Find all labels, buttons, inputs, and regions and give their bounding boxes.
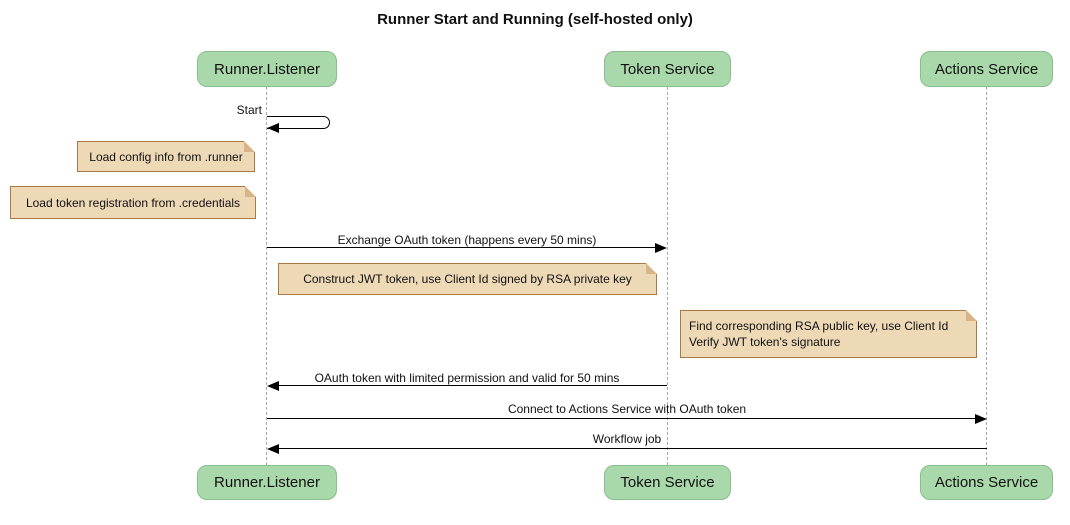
message-start-label: Start <box>236 103 262 117</box>
participant-top-actions-service: Actions Service <box>920 51 1053 87</box>
participant-bottom-token-service: Token Service <box>604 465 731 500</box>
self-loop-arrow <box>267 116 330 129</box>
participant-bottom-actions-service: Actions Service <box>920 465 1053 500</box>
lifeline-runner-listener <box>266 87 267 465</box>
message-oauth-token-line <box>279 385 667 386</box>
participant-top-runner-listener: Runner.Listener <box>197 51 337 87</box>
arrowhead-right-icon <box>975 414 987 424</box>
message-oauth-token-label: OAuth token with limited permission and … <box>314 371 620 385</box>
message-connect-actions-line <box>267 418 975 419</box>
note-load-token-registration: Load token registration from .credential… <box>10 186 256 219</box>
note-load-config: Load config info from .runner <box>77 141 255 172</box>
note-verify-jwt: Find corresponding RSA public key, use C… <box>680 310 977 358</box>
lifeline-actions-service <box>986 87 987 465</box>
message-exchange-oauth-label: Exchange OAuth token (happens every 50 m… <box>337 233 597 247</box>
diagram-title: Runner Start and Running (self-hosted on… <box>377 11 693 28</box>
message-connect-actions-label: Connect to Actions Service with OAuth to… <box>507 402 747 416</box>
participant-top-token-service: Token Service <box>604 51 731 87</box>
message-exchange-oauth-line <box>267 247 657 248</box>
message-workflow-job-line <box>279 448 987 449</box>
arrowhead-left-icon <box>267 123 279 133</box>
arrowhead-left-icon <box>267 444 279 454</box>
message-workflow-job-label: Workflow job <box>592 432 662 446</box>
note-construct-jwt: Construct JWT token, use Client Id signe… <box>278 263 657 295</box>
arrowhead-right-icon <box>655 243 667 253</box>
participant-bottom-runner-listener: Runner.Listener <box>197 465 337 500</box>
lifeline-token-service <box>667 87 668 465</box>
arrowhead-left-icon <box>267 381 279 391</box>
